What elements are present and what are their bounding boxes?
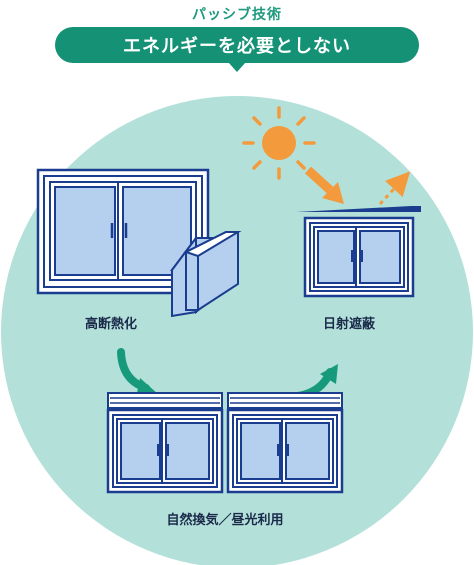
ventilation-window-right bbox=[226, 408, 344, 494]
sun-icon bbox=[242, 106, 316, 180]
subtitle: パッシブ技術 bbox=[192, 7, 282, 23]
shaded-window bbox=[303, 216, 415, 298]
reflect-arrow-icon bbox=[378, 171, 411, 206]
insulated-window bbox=[36, 168, 210, 295]
title-banner: エネルギーを必要としない bbox=[55, 27, 419, 72]
label-ventilation: 自然換気／昼光利用 bbox=[166, 512, 283, 528]
louver-right bbox=[227, 392, 343, 409]
label-shading: 日射遮蔽 bbox=[323, 316, 376, 332]
background-circle bbox=[1, 96, 473, 565]
double-glazing-icon bbox=[170, 231, 242, 318]
label-insulation: 高断熱化 bbox=[85, 316, 137, 332]
louver-left bbox=[107, 392, 223, 409]
ventilation-window-left bbox=[106, 408, 224, 494]
shade-panel bbox=[296, 206, 421, 212]
sunlight-arrow-icon bbox=[304, 166, 344, 204]
